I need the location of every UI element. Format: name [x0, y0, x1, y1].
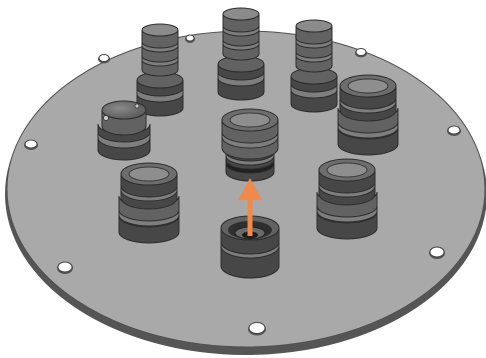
- mounting-hole: [447, 126, 461, 136]
- connector-large-mounted: [317, 159, 377, 239]
- mounting-hole: [24, 140, 38, 150]
- mounting-hole: [98, 55, 110, 64]
- mounting-hole: [248, 323, 266, 336]
- mounting-hole: [429, 247, 445, 259]
- mounting-hole: [185, 35, 195, 43]
- arrow-shaft: [248, 196, 253, 236]
- connector-tall-mounted: [137, 24, 183, 116]
- connector-large-lifted: [222, 109, 278, 181]
- mounting-hole: [57, 262, 73, 274]
- connector-tall-mounted: [218, 8, 264, 100]
- connector-large-mounted: [338, 75, 398, 155]
- connector-large-mounted: [119, 163, 179, 243]
- mounting-hole: [355, 49, 367, 58]
- connector-tall-mounted: [291, 20, 337, 112]
- connector-cap-mounted: [98, 101, 150, 160]
